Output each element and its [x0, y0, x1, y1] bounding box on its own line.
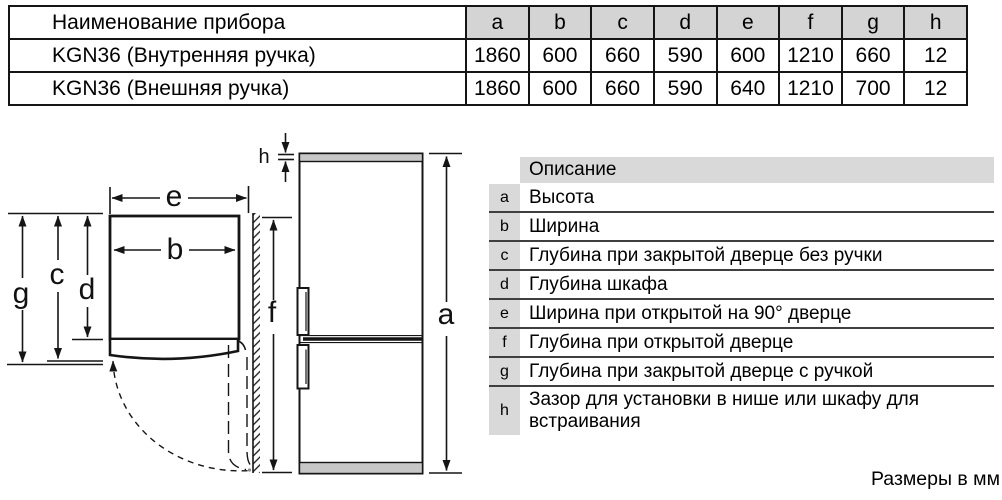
legend-item-e: e Ширина при открытой на 90° дверце: [489, 300, 994, 329]
legend-item-d: d Глубина шкафа: [489, 271, 994, 300]
top-view-dimensions: [7, 133, 294, 474]
col-header-e: e: [715, 5, 781, 40]
legend-key: e: [489, 300, 520, 327]
units-note: Размеры в мм: [870, 468, 1000, 490]
legend-key: b: [489, 213, 520, 240]
fridge-top-band: [298, 152, 424, 163]
open-door-inner-edge: [246, 357, 253, 468]
legend-description: Зазор для установки в нише или шкафу для…: [529, 389, 920, 432]
legend-item-a: a Высота: [489, 184, 994, 213]
front-view-dimensions: [429, 152, 462, 474]
legend-header-label: Описание: [520, 157, 994, 183]
fridge-bottom-band: [298, 461, 424, 475]
dimension-legend: Описание a Высота b Ширина c Глубина при…: [489, 157, 994, 435]
dim-label-e: e: [166, 180, 183, 213]
value-cell: 1860: [465, 38, 530, 73]
fridge-body: [298, 152, 424, 475]
door-swing-arc: [109, 360, 251, 472]
closed-door-top-view: [108, 340, 240, 361]
dim-label-g: g: [13, 277, 30, 310]
legend-description: Высота: [529, 186, 595, 208]
value-cell: 12: [903, 71, 968, 106]
legend-description: Ширина при открытой на 90° дверце: [529, 302, 852, 324]
fridge-front-view: [296, 152, 424, 475]
legend-key: f: [489, 329, 520, 356]
device-name-cell: KGN36 (Внутренняя ручка): [8, 38, 467, 73]
legend-item-g: g Глубина при закрытой дверце с ручкой: [489, 358, 994, 387]
dim-label-b: b: [167, 233, 184, 266]
dimensions-table: Наименование прибора a b c d e f g h KGN…: [8, 5, 968, 106]
value-cell: 1210: [778, 38, 843, 73]
legend-key: g: [489, 358, 520, 385]
col-header-d: d: [652, 5, 718, 40]
door-hinge-edge: [238, 340, 247, 351]
dimension-labels: e b g c d f a h: [13, 146, 455, 331]
value-cell: 660: [590, 71, 655, 106]
table-row-external-handle: KGN36 (Внешняя ручка) 1860 600 660 590 6…: [8, 71, 968, 106]
value-cell: 600: [527, 38, 593, 73]
value-cell: 640: [715, 71, 781, 106]
value-cell: 660: [590, 38, 655, 73]
hinge-point: [247, 468, 252, 472]
col-header-b: b: [527, 5, 593, 40]
value-cell: 590: [652, 71, 718, 106]
fridge-top-view: [108, 213, 260, 473]
value-cell: 1210: [778, 71, 843, 106]
legend-description: Глубина при закрытой дверце без ручки: [529, 244, 883, 266]
lower-door-handle: [296, 344, 310, 390]
dim-label-f: f: [268, 296, 277, 329]
table-row-internal-handle: KGN36 (Внутренняя ручка) 1860 600 660 59…: [8, 38, 968, 73]
value-cell: 600: [715, 38, 781, 73]
legend-header-spacer: [489, 157, 520, 183]
wall-hatch: [253, 213, 260, 473]
legend-description: Глубина при закрытой дверце с ручкой: [529, 360, 874, 382]
device-name-cell: KGN36 (Внешняя ручка): [8, 71, 467, 106]
value-cell: 600: [527, 71, 593, 106]
cabinet-body-top-view: [108, 214, 241, 341]
legend-item-f: f Глубина при открытой дверце: [489, 329, 994, 358]
name-column-header: Наименование прибора: [8, 5, 467, 40]
dim-label-d: d: [79, 273, 96, 306]
table-header-row: Наименование прибора a b c d e f g h: [8, 5, 968, 40]
value-cell: 1860: [465, 71, 530, 106]
dim-label-c: c: [50, 258, 65, 291]
legend-description: Глубина шкафа: [529, 273, 668, 295]
legend-description: Глубина при открытой дверце: [529, 331, 794, 353]
value-cell: 12: [903, 38, 968, 73]
legend-key: h: [489, 387, 520, 435]
legend-key: d: [489, 271, 520, 298]
open-door-outer-edge: [227, 345, 247, 471]
legend-key: a: [489, 184, 520, 211]
col-header-c: c: [590, 5, 655, 40]
value-cell: 590: [652, 38, 718, 73]
legend-description: Ширина: [529, 215, 600, 237]
dim-label-a: a: [438, 298, 455, 331]
legend-item-b: b Ширина: [489, 213, 994, 242]
value-cell: 700: [840, 71, 906, 106]
legend-item-c: c Глубина при закрытой дверце без ручки: [489, 242, 994, 271]
upper-door-handle: [296, 287, 310, 336]
col-header-f: f: [778, 5, 843, 40]
value-cell: 660: [840, 38, 906, 73]
dim-label-h: h: [258, 146, 269, 168]
col-header-h: h: [903, 5, 968, 40]
col-header-a: a: [465, 5, 530, 40]
col-header-g: g: [840, 5, 906, 40]
legend-header-row: Описание: [489, 157, 994, 183]
legend-item-h: h Зазор для установки в нише или шкафу д…: [489, 387, 994, 435]
legend-key: c: [489, 242, 520, 269]
installation-dimensions-diagram: e b g c d f a h: [7, 133, 462, 475]
